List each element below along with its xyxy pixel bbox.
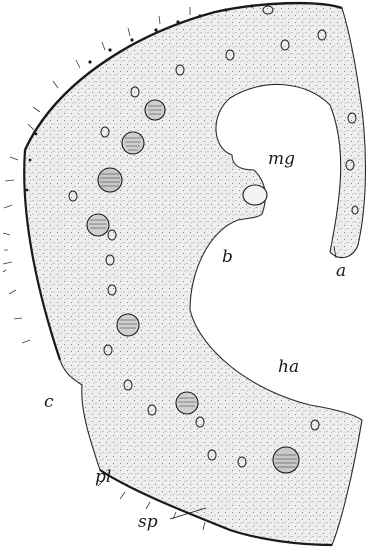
bulb-process (243, 185, 267, 205)
label-c: c (44, 392, 54, 412)
label-ha: ha (278, 357, 299, 377)
label-b: b (222, 247, 233, 267)
label-mg: mg (268, 149, 295, 169)
label-a: a (336, 261, 346, 281)
label-pl: pl (95, 467, 111, 487)
label-sp: sp (138, 512, 158, 532)
